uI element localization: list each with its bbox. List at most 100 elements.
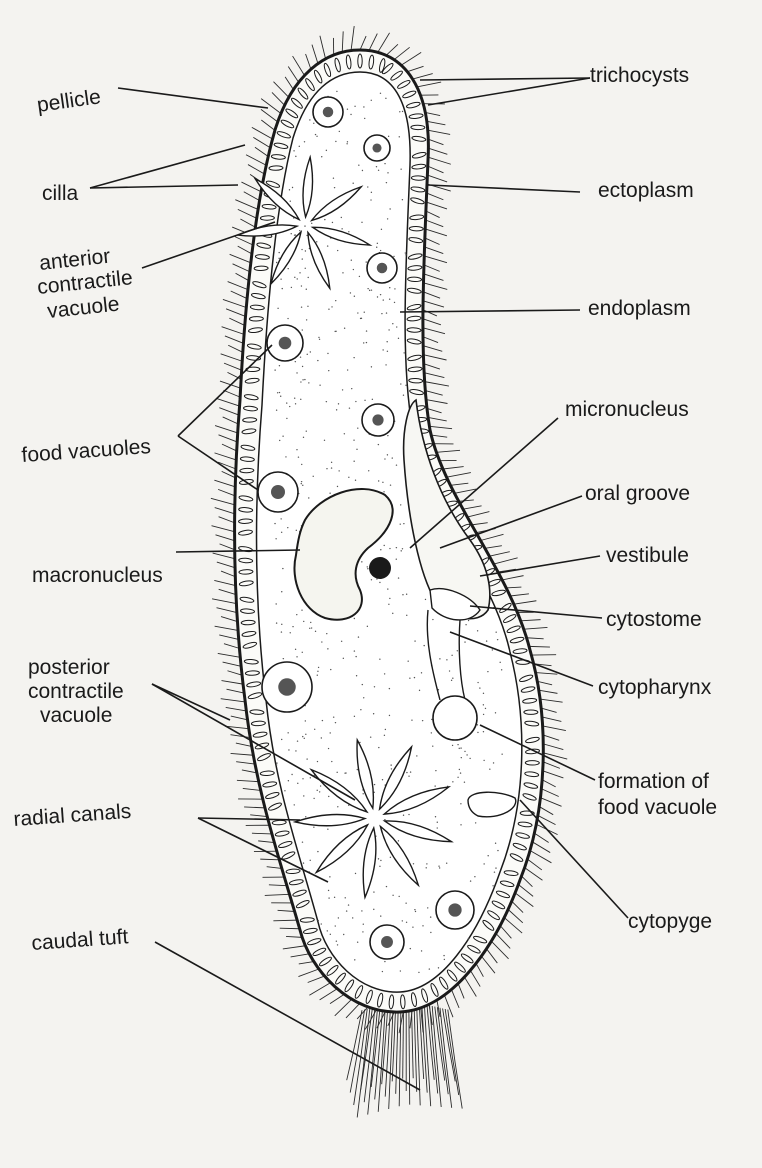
- stipple-dot: [378, 170, 379, 171]
- stipple-dot: [331, 761, 332, 762]
- stipple-dot: [337, 806, 338, 807]
- cilium: [431, 435, 447, 437]
- stipple-dot: [400, 970, 401, 971]
- cilium: [463, 506, 482, 509]
- label-caudal-tuft: caudal tuft: [31, 925, 129, 955]
- stipple-dot: [390, 764, 391, 765]
- cilium: [212, 526, 235, 532]
- stipple-dot: [400, 168, 401, 169]
- cilium: [244, 192, 260, 201]
- cilium: [541, 708, 557, 712]
- cilium: [428, 166, 444, 173]
- stipple-dot: [393, 256, 394, 257]
- stipple-dot: [364, 118, 365, 119]
- stipple-dot: [341, 217, 342, 218]
- stipple-dot: [414, 909, 415, 910]
- stipple-dot: [330, 732, 331, 733]
- stipple-dot: [380, 93, 381, 94]
- stipple-dot: [308, 277, 309, 278]
- stipple-dot: [328, 890, 329, 891]
- stipple-dot: [302, 736, 303, 737]
- stipple-dot: [276, 762, 277, 763]
- cilium: [428, 139, 443, 144]
- stipple-dot: [302, 778, 303, 779]
- stipple-dot: [302, 258, 303, 259]
- stipple-dot: [314, 729, 315, 730]
- stipple-dot: [362, 170, 363, 171]
- stipple-dot: [396, 464, 397, 465]
- cilium: [246, 155, 266, 166]
- cilium: [291, 954, 310, 957]
- stipple-dot: [457, 744, 458, 745]
- cilium: [394, 47, 410, 59]
- stipple-dot: [330, 669, 331, 670]
- stipple-dot: [384, 735, 385, 736]
- stipple-dot: [345, 897, 346, 898]
- stipple-dot: [296, 614, 297, 615]
- stipple-dot: [298, 456, 299, 457]
- stipple-dot: [410, 948, 411, 949]
- stipple-dot: [403, 815, 404, 816]
- cilium: [427, 121, 446, 125]
- stipple-dot: [394, 302, 395, 303]
- stipple-dot: [320, 785, 321, 786]
- stipple-dot: [306, 430, 307, 431]
- stipple-dot: [362, 931, 363, 932]
- stipple-dot: [373, 909, 374, 910]
- stipple-dot: [376, 166, 377, 167]
- stipple-dot: [339, 131, 340, 132]
- stipple-dot: [499, 662, 500, 663]
- stipple-dot: [346, 910, 347, 911]
- stipple-dot: [282, 288, 283, 289]
- cilium: [273, 920, 297, 921]
- stipple-dot: [308, 497, 309, 498]
- cilium: [215, 426, 238, 433]
- stipple-dot: [337, 250, 338, 251]
- stipple-dot: [310, 860, 311, 861]
- stipple-dot: [322, 720, 323, 721]
- stipple-dot: [293, 150, 294, 151]
- cilium: [534, 833, 548, 842]
- cilium: [219, 408, 239, 415]
- stipple-dot: [327, 828, 328, 829]
- stipple-dot: [327, 245, 328, 246]
- stipple-dot: [477, 732, 478, 733]
- stipple-dot: [274, 523, 275, 524]
- stipple-dot: [383, 491, 384, 492]
- stipple-dot: [353, 269, 354, 270]
- stipple-dot: [301, 306, 302, 307]
- cilium: [211, 498, 235, 504]
- stipple-dot: [497, 639, 498, 640]
- stipple-dot: [486, 640, 487, 641]
- stipple-dot: [347, 109, 348, 110]
- stipple-dot: [396, 326, 397, 327]
- cilium: [219, 589, 236, 594]
- stipple-dot: [384, 673, 385, 674]
- cilium: [221, 699, 246, 702]
- stipple-dot: [297, 740, 298, 741]
- cilium: [426, 400, 447, 404]
- stipple-dot: [330, 934, 331, 935]
- stipple-dot: [364, 400, 365, 401]
- cilium: [223, 299, 246, 307]
- stipple-dot: [387, 454, 388, 455]
- stipple-dot: [302, 329, 303, 330]
- stipple-dot: [275, 603, 276, 604]
- cilium: [464, 977, 476, 996]
- stipple-dot: [286, 402, 287, 403]
- stipple-dot: [351, 388, 352, 389]
- stipple-dot: [367, 626, 368, 627]
- stipple-dot: [352, 917, 353, 918]
- stipple-dot: [414, 677, 415, 678]
- cilium: [423, 292, 440, 298]
- label-formation-food-vacuole-1: formation of: [598, 770, 709, 793]
- stipple-dot: [483, 731, 484, 732]
- stipple-dot: [336, 941, 337, 942]
- cilium: [451, 989, 459, 1007]
- cilium: [459, 500, 474, 501]
- stipple-dot: [301, 609, 302, 610]
- stipple-dot: [380, 860, 381, 861]
- stipple-dot: [374, 784, 375, 785]
